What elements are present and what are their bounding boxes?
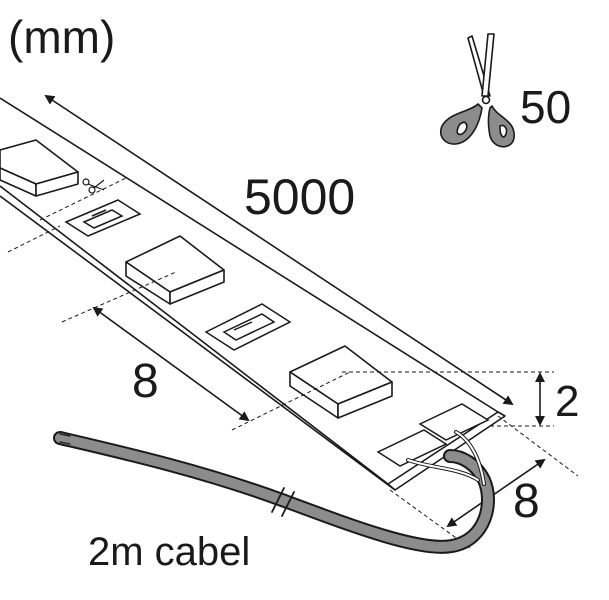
height-label: 2 <box>555 377 580 426</box>
led-strip <box>0 97 506 491</box>
resistor-1 <box>64 199 142 237</box>
strip-length-label: 5000 <box>244 169 356 225</box>
cable <box>53 430 495 554</box>
height-dimension <box>342 371 554 427</box>
pitch-dimension <box>61 271 351 431</box>
resistor-2 <box>204 303 292 351</box>
pitch-label: 8 <box>132 355 159 408</box>
cable-label: 2m cabel <box>88 530 251 574</box>
solder-pads <box>376 403 490 467</box>
small-scissors-icon <box>82 178 105 194</box>
width-dimension <box>389 415 579 549</box>
width-label: 8 <box>513 475 540 528</box>
led-chip-3 <box>289 345 393 419</box>
length-dimension <box>44 94 514 406</box>
scissors-icon <box>439 33 515 148</box>
unit-label: (mm) <box>8 11 116 63</box>
cut-length-label: 50 <box>520 81 572 133</box>
led-chip-1 <box>0 139 79 197</box>
